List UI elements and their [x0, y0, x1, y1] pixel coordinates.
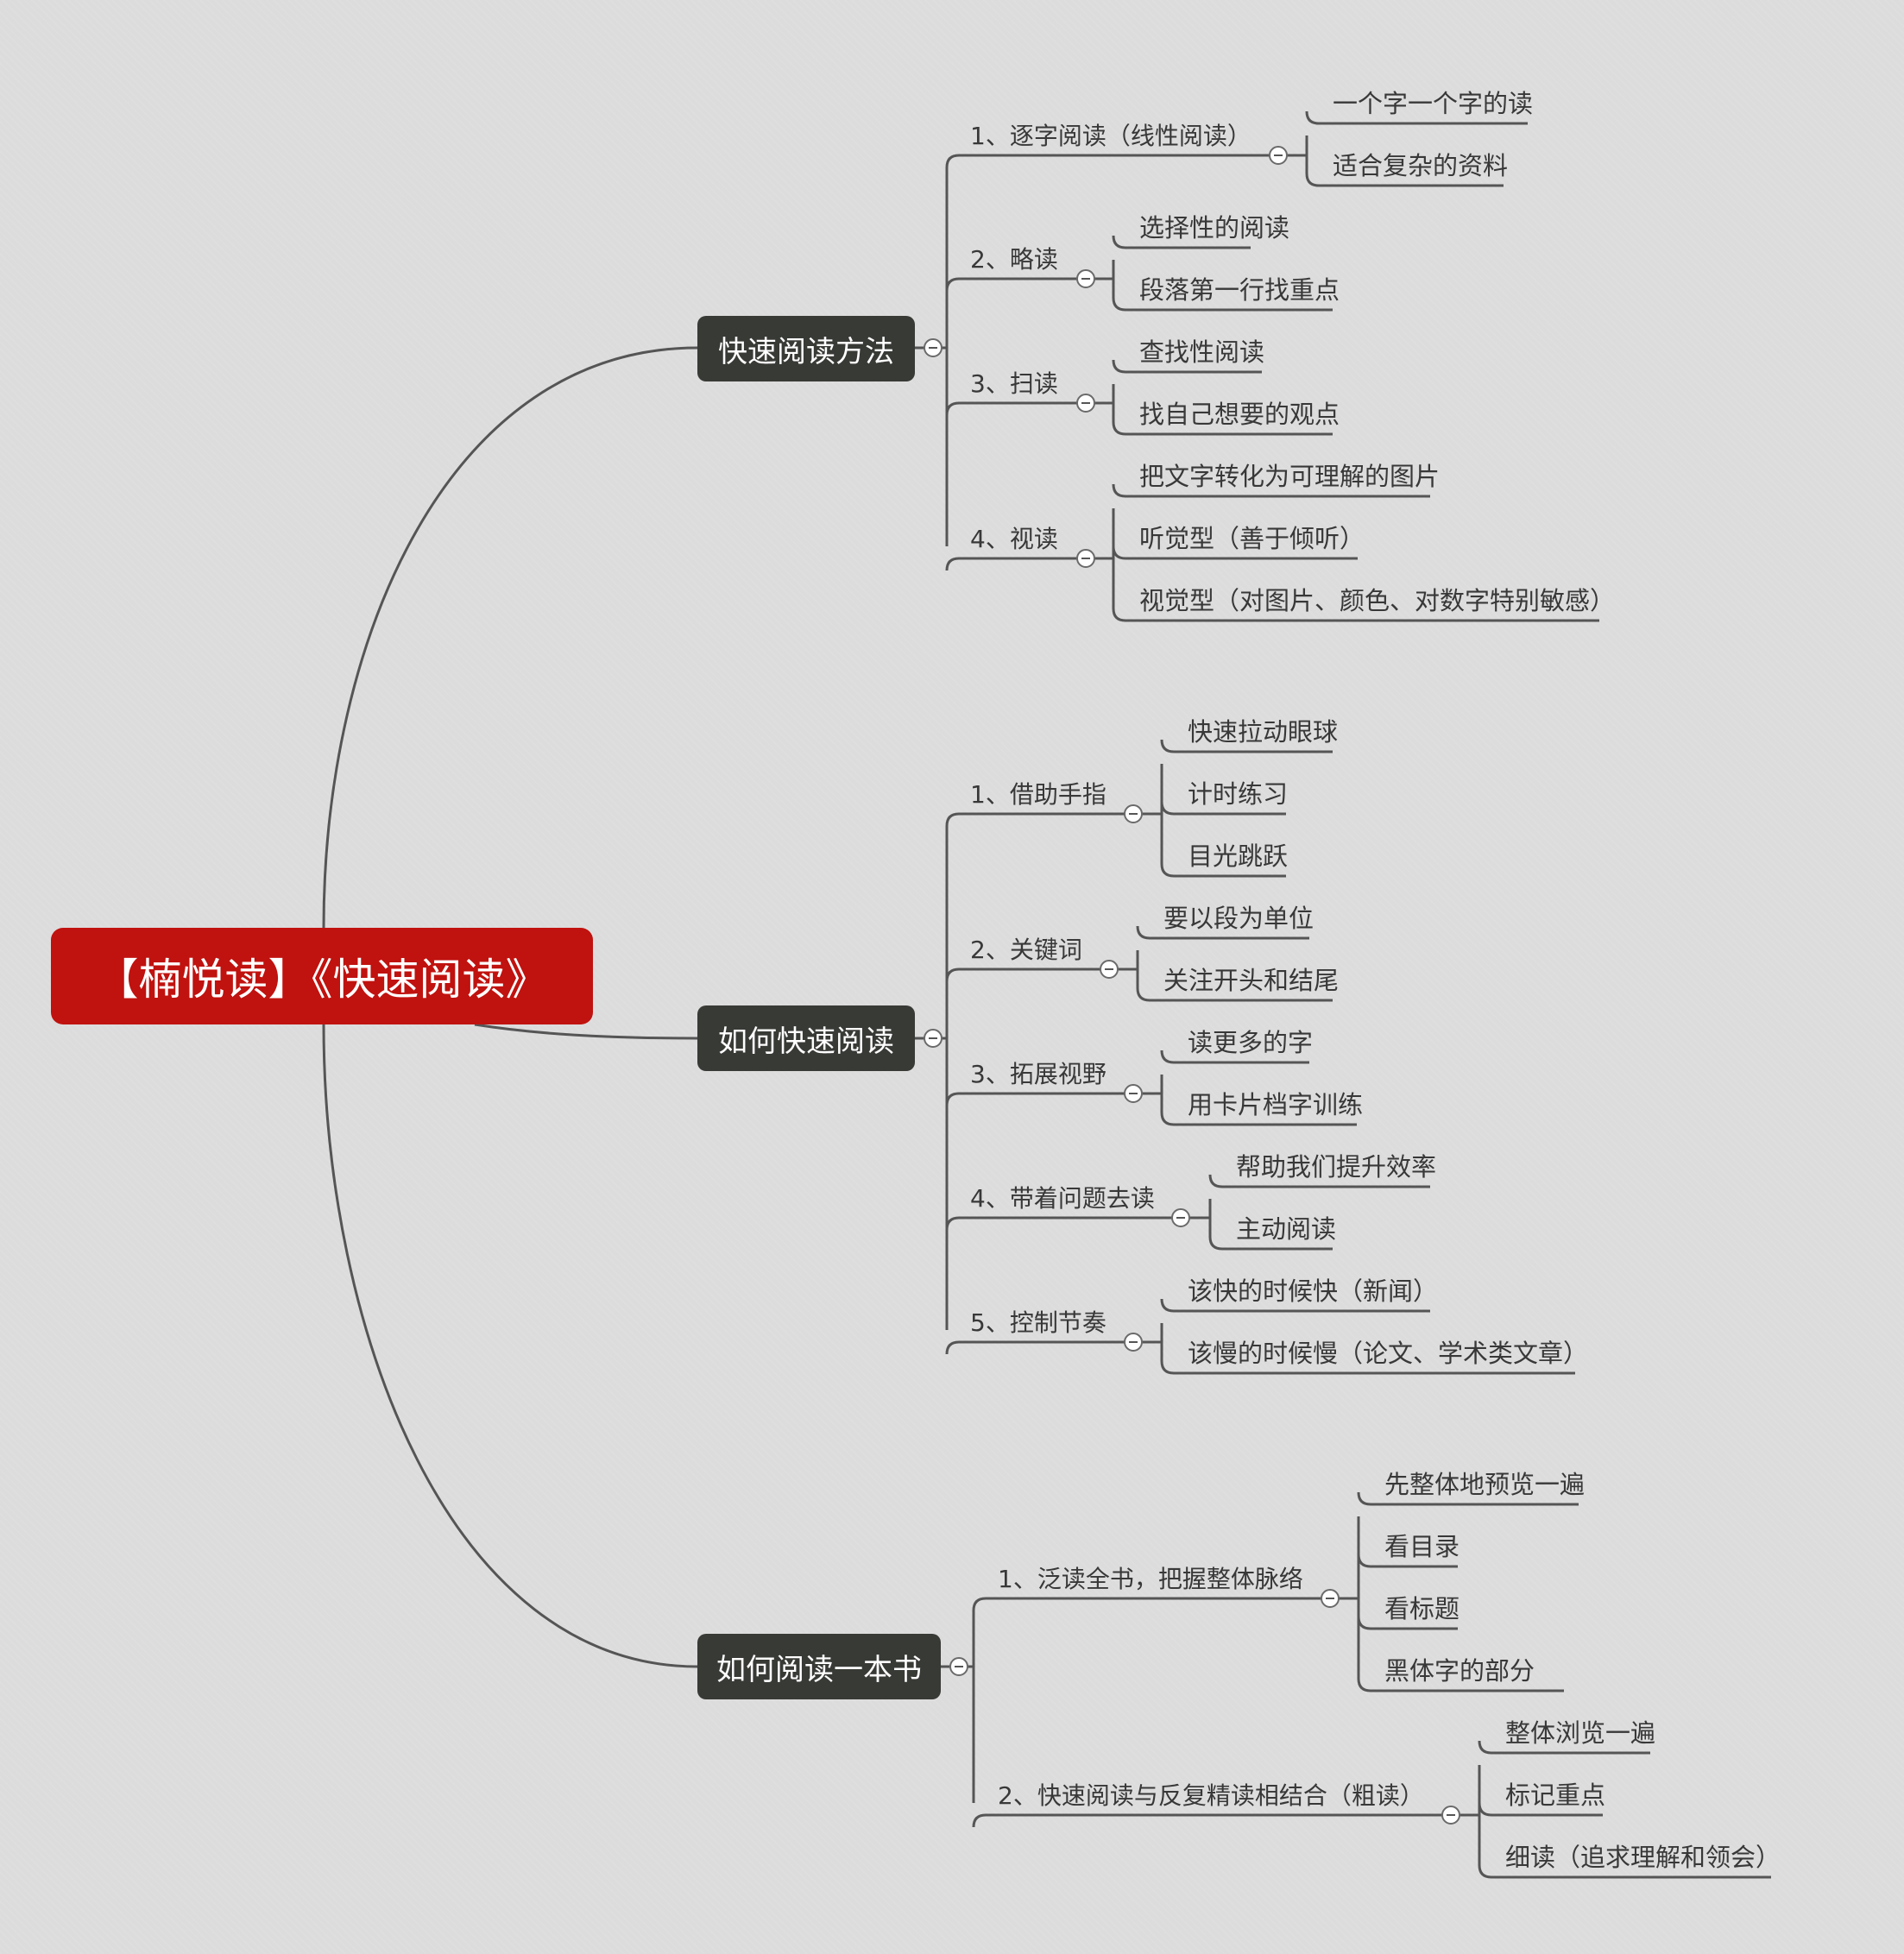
subtopic-2-4[interactable]: 4、带着问题去读	[970, 1184, 1155, 1213]
leaf-underline	[1112, 297, 1333, 312]
leaf-underline	[1160, 801, 1286, 816]
leaf-2-1-1[interactable]: 快速拉动眼球	[1188, 717, 1339, 747]
subtopic-3-2[interactable]: 2、快速阅读与反复精读相结合（粗读）	[998, 1781, 1424, 1810]
subtopic-3-1[interactable]: 1、泛读全书，把握整体脉络	[998, 1565, 1303, 1593]
subtopic-1-1[interactable]: 1、逐字阅读（线性阅读）	[970, 122, 1251, 150]
leaf-underline	[1478, 1802, 1603, 1817]
leaf-underline	[1160, 739, 1333, 753]
subtopic-underline	[945, 1340, 1133, 1355]
collapse-toggle-icon[interactable]	[1076, 269, 1095, 288]
leaf-1-1-1[interactable]: 一个字一个字的读	[1333, 89, 1534, 118]
subtopic-underline	[945, 557, 1086, 571]
leaf-underline	[1208, 1236, 1333, 1251]
subtopic-1-2[interactable]: 2、略读	[970, 245, 1058, 274]
subtopic-underline	[945, 154, 1278, 168]
leaf-underline	[1112, 421, 1333, 436]
leaf-2-5-1[interactable]: 该快的时候快（新闻）	[1188, 1276, 1439, 1306]
subtopic-underline	[945, 1092, 1133, 1106]
main-topic-2[interactable]: 如何快速阅读	[697, 1005, 915, 1071]
connector-root-branch-1	[322, 346, 698, 929]
leaf-2-3-1[interactable]: 读更多的字	[1188, 1028, 1314, 1057]
subtopic-underline	[972, 1597, 1330, 1611]
connector-root-branch-2	[474, 1023, 698, 1040]
collapse-toggle-icon[interactable]	[1171, 1208, 1190, 1227]
leaf-underline	[1357, 1554, 1458, 1568]
leaf-underline	[1305, 110, 1528, 125]
leaf-1-4-1[interactable]: 把文字转化为可理解的图片	[1139, 462, 1441, 491]
connector-root-branch-3	[322, 1024, 698, 1668]
leaf-1-3-2[interactable]: 找自己想要的观点	[1139, 400, 1340, 429]
main-topic-3[interactable]: 如何阅读一本书	[697, 1634, 941, 1699]
leaf-underline	[1136, 925, 1309, 940]
collapse-toggle-icon[interactable]	[1124, 1084, 1143, 1103]
subtopic-underline	[945, 968, 1109, 982]
leaf-1-3-1[interactable]: 查找性阅读	[1139, 337, 1265, 367]
collapse-toggle-icon[interactable]	[924, 1029, 943, 1048]
main-topic-1[interactable]: 快速阅读方法	[697, 316, 915, 381]
leaf-2-1-2[interactable]: 计时练习	[1188, 779, 1289, 809]
leaf-3-2-3[interactable]: 细读（追求理解和领会）	[1505, 1843, 1781, 1872]
leaf-1-1-2[interactable]: 适合复杂的资料	[1333, 151, 1509, 180]
collapse-toggle-icon[interactable]	[1441, 1806, 1460, 1825]
collapse-toggle-icon[interactable]	[1124, 804, 1143, 823]
leaf-underline	[1208, 1174, 1430, 1188]
leaf-underline	[1112, 608, 1599, 622]
leaf-underline	[1357, 1678, 1564, 1692]
subtopic-1-3[interactable]: 3、扫读	[970, 369, 1058, 398]
leaf-underline	[1160, 1049, 1309, 1064]
leaf-underline	[1160, 1360, 1575, 1375]
root-topic[interactable]: 【楠悦读】《快速阅读》	[51, 928, 593, 1024]
collapse-toggle-icon[interactable]	[1321, 1589, 1340, 1608]
leaf-2-5-2[interactable]: 该慢的时候慢（论文、学术类文章）	[1188, 1339, 1589, 1368]
subtopic-underline	[945, 1216, 1181, 1231]
leaf-3-1-3[interactable]: 看标题	[1384, 1594, 1460, 1623]
leaf-underline	[1112, 235, 1251, 249]
subtopic-1-4[interactable]: 4、视读	[970, 525, 1058, 553]
subtopic-2-3[interactable]: 3、拓展视野	[970, 1060, 1106, 1088]
collapse-toggle-icon[interactable]	[1100, 960, 1119, 979]
collapse-toggle-icon[interactable]	[1269, 146, 1288, 165]
collapse-toggle-icon[interactable]	[1076, 394, 1095, 413]
leaf-underline	[1112, 545, 1358, 560]
subtopic-underline	[945, 401, 1086, 416]
leaf-1-2-2[interactable]: 段落第一行找重点	[1139, 275, 1340, 305]
collapse-toggle-icon[interactable]	[949, 1657, 968, 1676]
subtopic-2-5[interactable]: 5、控制节奏	[970, 1308, 1106, 1337]
leaf-3-1-4[interactable]: 黑体字的部分	[1384, 1656, 1535, 1686]
leaf-2-4-1[interactable]: 帮助我们提升效率	[1236, 1152, 1437, 1182]
leaf-1-4-3[interactable]: 视觉型（对图片、颜色、对数字特别敏感）	[1139, 586, 1616, 615]
leaf-1-4-2[interactable]: 听觉型（善于倾听）	[1139, 524, 1365, 553]
leaf-1-2-1[interactable]: 选择性的阅读	[1139, 213, 1290, 243]
leaf-2-2-2[interactable]: 关注开头和结尾	[1163, 966, 1340, 995]
leaf-underline	[1357, 1491, 1579, 1506]
leaf-3-1-2[interactable]: 看目录	[1384, 1532, 1460, 1561]
subtopic-underline	[945, 277, 1086, 292]
leaf-underline	[1160, 863, 1286, 878]
leaf-3-1-1[interactable]: 先整体地预览一遍	[1384, 1470, 1586, 1499]
subtopic-2-1[interactable]: 1、借助手指	[970, 780, 1106, 809]
collapse-toggle-icon[interactable]	[1076, 549, 1095, 568]
leaf-underline	[1478, 1864, 1771, 1879]
leaf-2-2-1[interactable]: 要以段为单位	[1163, 904, 1315, 933]
leaf-2-4-2[interactable]: 主动阅读	[1236, 1214, 1337, 1244]
leaf-underline	[1357, 1616, 1458, 1630]
leaf-2-3-2[interactable]: 用卡片档字训练	[1188, 1090, 1364, 1119]
leaf-2-1-3[interactable]: 目光跳跃	[1188, 841, 1289, 871]
leaf-underline	[1112, 483, 1430, 498]
leaf-underline	[1160, 1298, 1430, 1313]
collapse-toggle-icon[interactable]	[924, 338, 943, 357]
leaf-underline	[1112, 359, 1262, 374]
leaf-underline	[1136, 987, 1333, 1002]
subtopic-2-2[interactable]: 2、关键词	[970, 936, 1082, 964]
subtopic-underline	[945, 812, 1133, 827]
collapse-toggle-icon[interactable]	[1124, 1333, 1143, 1352]
leaf-3-2-1[interactable]: 整体浏览一遍	[1505, 1718, 1656, 1748]
leaf-underline	[1160, 1112, 1357, 1126]
leaf-3-2-2[interactable]: 标记重点	[1505, 1781, 1606, 1810]
leaf-underline	[1305, 173, 1504, 187]
subtopic-underline	[972, 1813, 1451, 1828]
leaf-underline	[1478, 1740, 1650, 1755]
